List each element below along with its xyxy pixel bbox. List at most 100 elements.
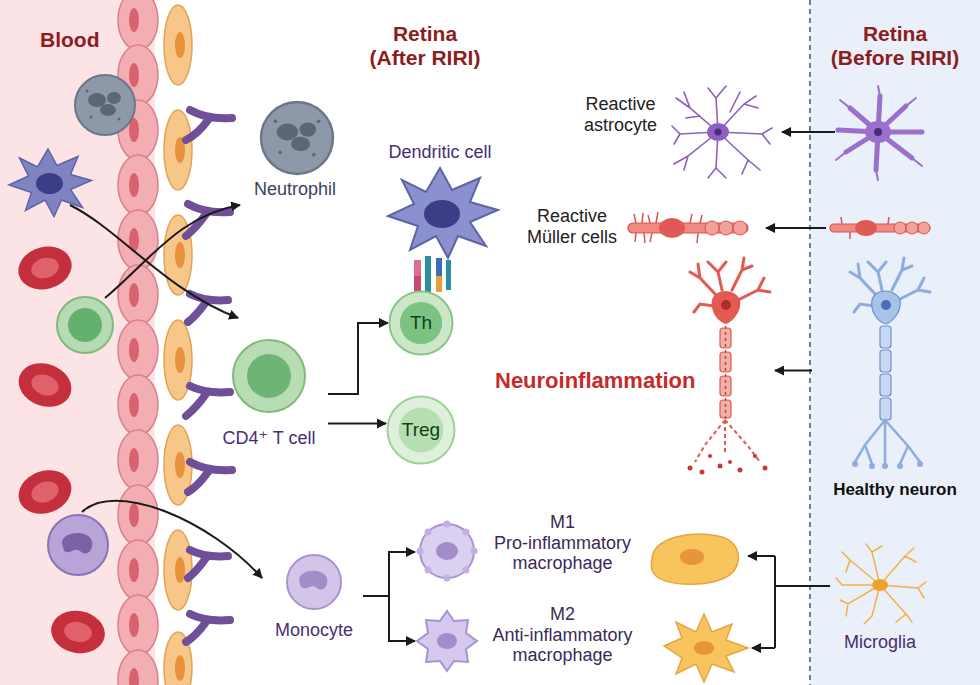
astrocyte-cell bbox=[865, 121, 891, 143]
neutrophil-cell bbox=[317, 119, 321, 123]
damaged-neuron bbox=[688, 454, 768, 475]
endothelial-nucleus bbox=[129, 668, 139, 685]
red-blood-cell bbox=[13, 241, 76, 296]
pericyte-nucleus bbox=[175, 347, 185, 373]
connector-arrow bbox=[363, 552, 415, 596]
cell-label: Microglia bbox=[830, 632, 930, 653]
astrocyte-endfoot bbox=[186, 110, 232, 140]
damaged-neuron bbox=[690, 258, 770, 312]
blood-neutrophil bbox=[86, 90, 89, 93]
endothelial-cell bbox=[118, 155, 158, 215]
healthy-neuron bbox=[869, 463, 875, 469]
m1-macrophage-cell bbox=[425, 567, 432, 574]
m1-macrophage-cell bbox=[417, 521, 478, 582]
healthy-neuron bbox=[855, 420, 920, 464]
healthy-neuron bbox=[880, 326, 891, 420]
blood-neutrophil bbox=[100, 104, 116, 116]
reactive-muller-cell bbox=[705, 221, 719, 235]
receptor-complex bbox=[425, 256, 431, 292]
blood-neutrophil bbox=[118, 118, 121, 121]
microglial-macrophage bbox=[664, 614, 748, 682]
endothelial-cell bbox=[118, 650, 158, 685]
astrocyte-cell bbox=[836, 86, 922, 180]
m1-macrophage-cell bbox=[417, 548, 424, 555]
healthy-neuron bbox=[880, 398, 891, 420]
label-slot: Retina (After RIRI) bbox=[364, 22, 486, 70]
neutrophil-cell bbox=[261, 102, 333, 174]
red-blood-cell bbox=[28, 371, 61, 399]
pericyte-nucleus bbox=[175, 557, 185, 583]
damaged-neuron bbox=[720, 400, 731, 418]
blood-monocyte bbox=[48, 515, 108, 575]
neutrophil-cell bbox=[261, 102, 333, 174]
damaged-neuron bbox=[753, 454, 757, 458]
damaged-neuron bbox=[695, 420, 760, 462]
healthy-neuron bbox=[852, 461, 858, 467]
blood-dendritic-cell bbox=[9, 149, 92, 217]
red-blood-cell bbox=[48, 607, 108, 658]
cell-label: CD4⁺ T cell bbox=[213, 428, 325, 449]
reactive-astrocyte-cell bbox=[715, 129, 722, 136]
microglial-macrophage bbox=[694, 641, 714, 655]
healthy-neuron bbox=[882, 463, 888, 469]
reactive-muller-cell bbox=[659, 218, 685, 238]
damaged-neuron bbox=[700, 470, 705, 475]
cell-label: Pro-inflammatory macrophage bbox=[485, 533, 640, 574]
m1-macrophage-cell bbox=[463, 567, 470, 574]
endothelial-nucleus bbox=[129, 338, 139, 362]
neutrophil-cell bbox=[312, 153, 316, 157]
microglial-macrophage bbox=[651, 534, 738, 584]
neutrophil-cell bbox=[278, 151, 282, 155]
healthy-neuron bbox=[880, 326, 891, 348]
cell-circle: Th bbox=[388, 290, 454, 356]
pericyte-nucleus bbox=[175, 32, 185, 681]
receptor-complex bbox=[414, 276, 421, 292]
healthy-neuron bbox=[880, 374, 891, 396]
red-blood-cell bbox=[12, 463, 77, 521]
cell-node: Healthy neuron bbox=[812, 268, 980, 504]
damaged-neuron bbox=[708, 454, 712, 458]
monocyte-cell bbox=[287, 555, 341, 609]
region-panel: Retina (Before RIRI)Healthy neuronMicrog… bbox=[810, 0, 980, 685]
healthy-neuron bbox=[850, 258, 930, 312]
migration-arrow bbox=[70, 205, 238, 318]
microglial-macrophage bbox=[651, 534, 748, 682]
muller-cell bbox=[894, 222, 906, 234]
neutrophil-cell bbox=[291, 137, 310, 151]
blood-neutrophil bbox=[88, 93, 106, 107]
healthy-neuron bbox=[850, 258, 930, 469]
monocyte-cell bbox=[287, 555, 341, 609]
cell-node: Monocyte bbox=[268, 548, 363, 644]
neutrophil-cell bbox=[274, 119, 278, 123]
astrocyte-cell bbox=[836, 86, 922, 180]
healthy-neuron bbox=[880, 350, 891, 372]
m1-macrophage-cell bbox=[436, 542, 458, 560]
red-blood-cell bbox=[28, 478, 61, 506]
cell-node: Neuroinflammation bbox=[490, 268, 775, 473]
red-blood-cell bbox=[12, 463, 77, 521]
astrocyte-endfoot bbox=[186, 386, 230, 416]
migration-arrow bbox=[105, 205, 240, 298]
blood-t-cell bbox=[68, 308, 102, 342]
endothelial-nucleus bbox=[129, 63, 139, 87]
microglia-cell bbox=[872, 579, 888, 591]
cell-node: CD4⁺ T cell bbox=[213, 336, 328, 452]
cell-label: Monocyte bbox=[268, 620, 360, 641]
pericyte-nucleus bbox=[175, 452, 185, 478]
t-cell bbox=[233, 340, 305, 412]
cell-label: Anti-inflammatory macrophage bbox=[485, 625, 640, 666]
endothelial-nucleus bbox=[129, 613, 139, 637]
endothelial-cell bbox=[118, 320, 158, 380]
muller-cell bbox=[918, 222, 930, 234]
cell-nucleus bbox=[400, 302, 442, 344]
t-cell bbox=[233, 340, 305, 412]
cell-label: Treg bbox=[402, 419, 440, 441]
pericyte-nucleus bbox=[175, 655, 185, 681]
t-cell bbox=[247, 354, 291, 398]
endothelial-nucleus bbox=[129, 558, 139, 582]
damaged-neuron bbox=[688, 258, 771, 475]
connector-arrow bbox=[328, 423, 386, 425]
healthy-neuron bbox=[917, 461, 923, 467]
reactive-muller-cell bbox=[628, 212, 748, 243]
